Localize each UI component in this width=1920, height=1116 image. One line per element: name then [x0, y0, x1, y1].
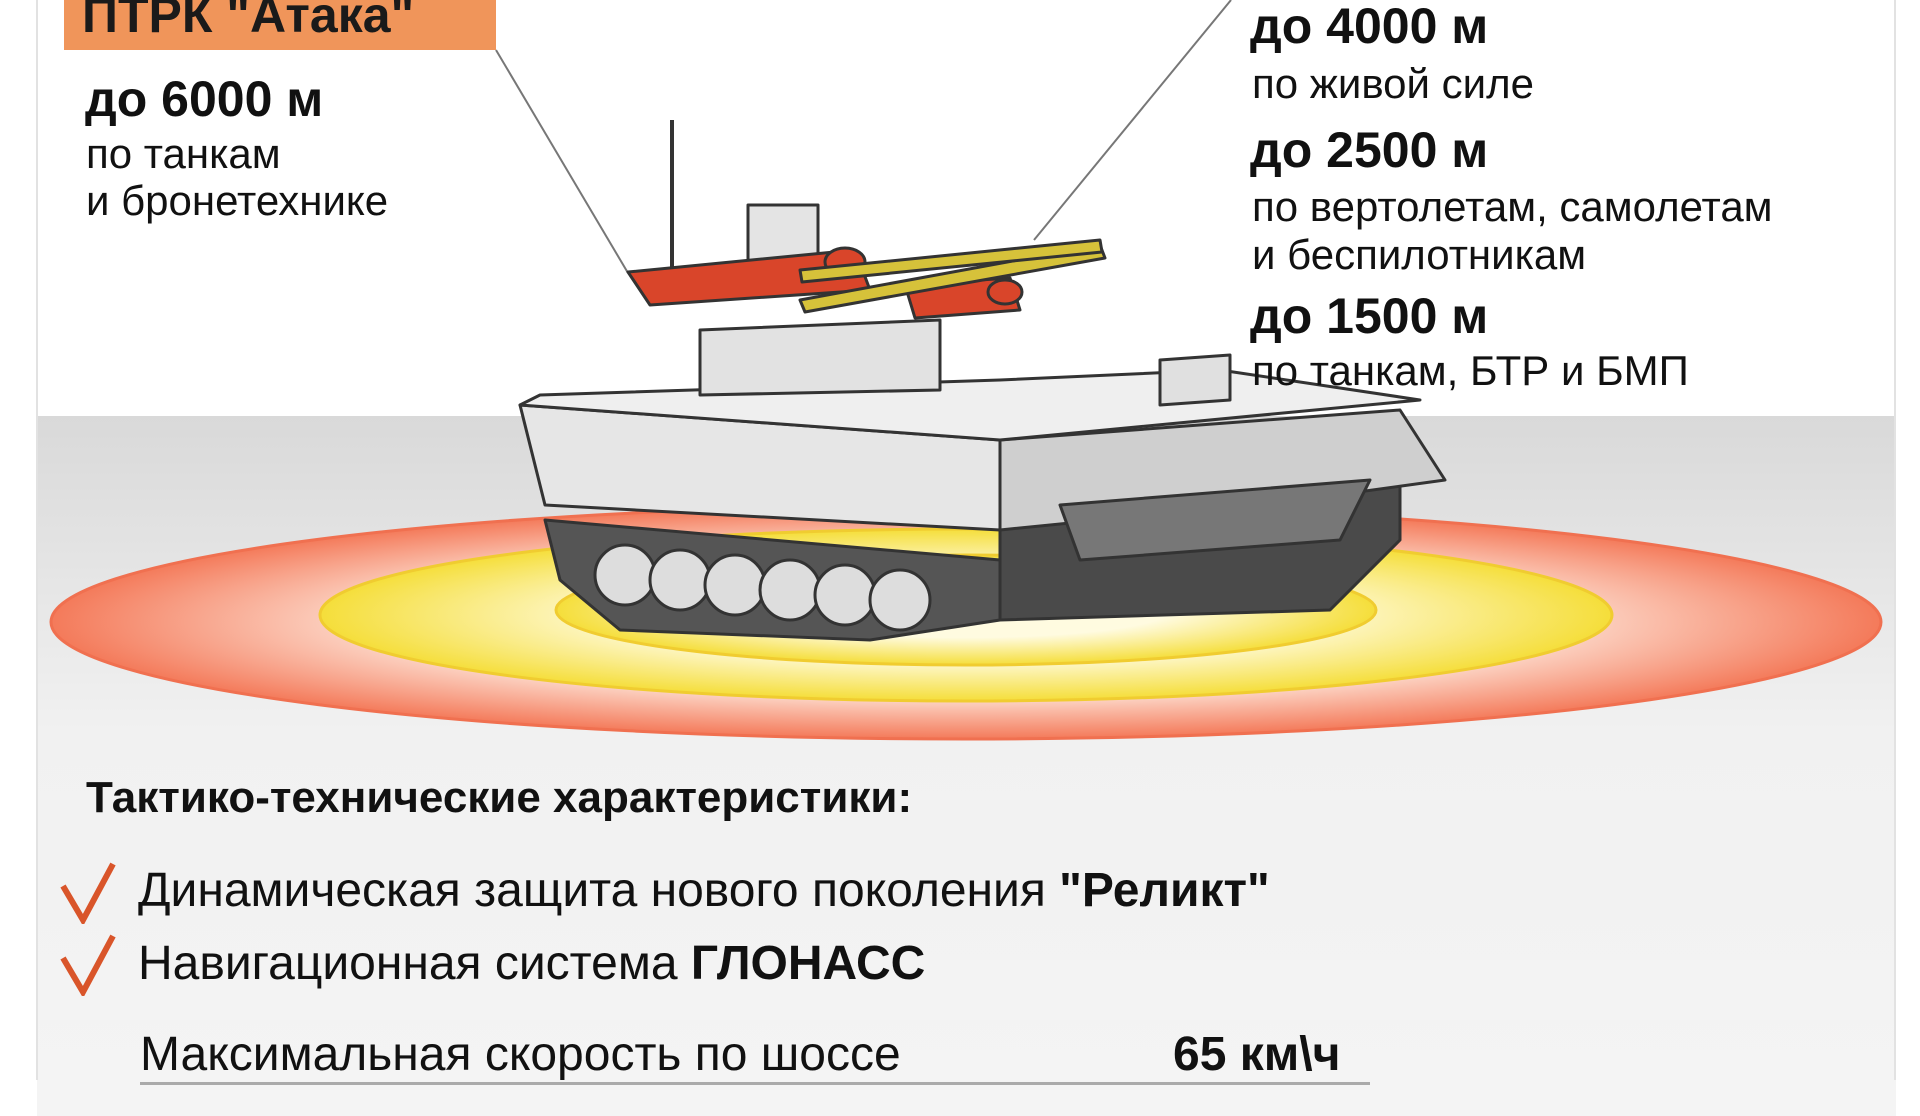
right-range-1: до 4000 м	[1250, 0, 1489, 54]
check-icon	[60, 934, 116, 996]
bullet-bold: "Реликт"	[1059, 864, 1270, 917]
atgm-title: ПТРК "Атака"	[82, 0, 415, 43]
bullet-text: Динамическая защита нового поколения	[138, 864, 1060, 917]
pointer-line-left	[495, 49, 629, 274]
infographic-frame	[36, 0, 1896, 1080]
bullet-navigation: Навигационная система ГЛОНАСС	[138, 936, 925, 991]
right-desc-2b: и беспилотникам	[1252, 231, 1587, 278]
right-desc-3: по танкам, БТР и БМП	[1252, 347, 1689, 394]
atgm-label: ПТРК "Атака"	[64, 0, 496, 50]
bullet-text: Навигационная система	[138, 937, 691, 990]
spec-row-label: Максимальная скорость по шоссе	[140, 1028, 901, 1081]
vehicle-illustration	[49, 0, 1883, 741]
left-desc-2: и бронетехнике	[86, 177, 389, 224]
tank	[518, 120, 1447, 642]
right-desc-1: по живой силе	[1252, 60, 1534, 107]
spec-row-value: 65 км\ч	[1173, 1028, 1341, 1081]
right-range-2: до 2500 м	[1250, 122, 1489, 178]
left-desc-1: по танкам	[86, 130, 281, 177]
bullet-reactive-armor: Динамическая защита нового поколения "Ре…	[138, 863, 1270, 918]
right-desc-2a: по вертолетам, самолетам	[1252, 183, 1773, 230]
left-range: до 6000 м	[85, 71, 324, 127]
bullet-bold: ГЛОНАСС	[690, 937, 926, 990]
check-icon	[60, 862, 116, 924]
specs-title: Тактико-технические характеристики:	[86, 773, 913, 822]
pointer-line-right	[1033, 0, 1232, 241]
row-divider	[140, 1082, 1370, 1085]
right-range-3: до 1500 м	[1250, 288, 1489, 344]
